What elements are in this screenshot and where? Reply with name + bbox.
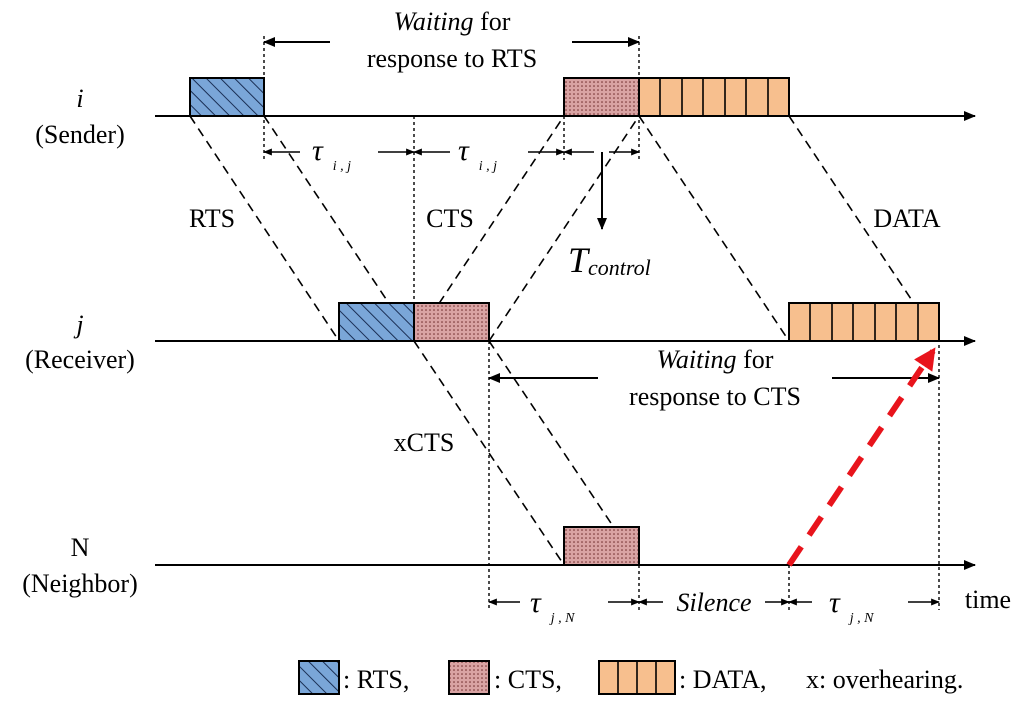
legend-rts-text: : RTS, (343, 665, 409, 694)
cts-label: CTS (426, 204, 474, 233)
t-control-annotation: Tcontrol (568, 152, 651, 280)
neighbor-role: (Neighbor) (22, 569, 138, 598)
waiting-cts-line1: Waiting for (657, 345, 774, 374)
silence-red-arrow (786, 347, 936, 567)
rts-label: RTS (189, 204, 235, 233)
receiver-role: (Receiver) (25, 345, 135, 374)
sender-cts-frame (563, 77, 640, 117)
waiting-rts-annotation: Waiting for response to RTS (263, 7, 640, 73)
receiver-rts-frame (338, 302, 415, 342)
data-propagation-start (638, 115, 790, 342)
neighbor-symbol: N (71, 533, 90, 562)
legend-rts-swatch (298, 660, 340, 695)
sender-rts-frame (189, 77, 265, 117)
xcts-label: xCTS (394, 428, 455, 457)
sender-symbol: i (76, 84, 83, 113)
t-control-label: Tcontrol (568, 240, 651, 280)
legend: : RTS, : CTS, : DATA, x: overhearing. (298, 660, 963, 695)
receiver-symbol: j (73, 310, 83, 339)
sender-role: (Sender) (35, 120, 125, 149)
neighbor-xcts-frame (563, 526, 640, 566)
data-label: DATA (873, 204, 940, 233)
waiting-cts-line2: response to CTS (629, 382, 801, 411)
legend-cts-text: : CTS, (494, 665, 562, 694)
waiting-rts-line2: response to RTS (367, 44, 537, 73)
waiting-rts-line1: Waiting for (394, 7, 511, 36)
legend-data-text: : DATA, (679, 665, 766, 694)
waiting-cts-annotation: Waiting for response to CTS (488, 345, 940, 411)
legend-overhearing-text: x: overhearing. (806, 665, 963, 694)
silence-label: Silence (676, 588, 751, 617)
legend-data-swatch (598, 660, 676, 695)
receiver-cts-frame (413, 302, 490, 342)
time-axis-label: time (965, 585, 1011, 614)
cts-propagation-end (488, 115, 640, 342)
receiver-data-frame (788, 302, 940, 342)
sender-data-frame (638, 77, 790, 117)
legend-cts-swatch (448, 660, 490, 695)
